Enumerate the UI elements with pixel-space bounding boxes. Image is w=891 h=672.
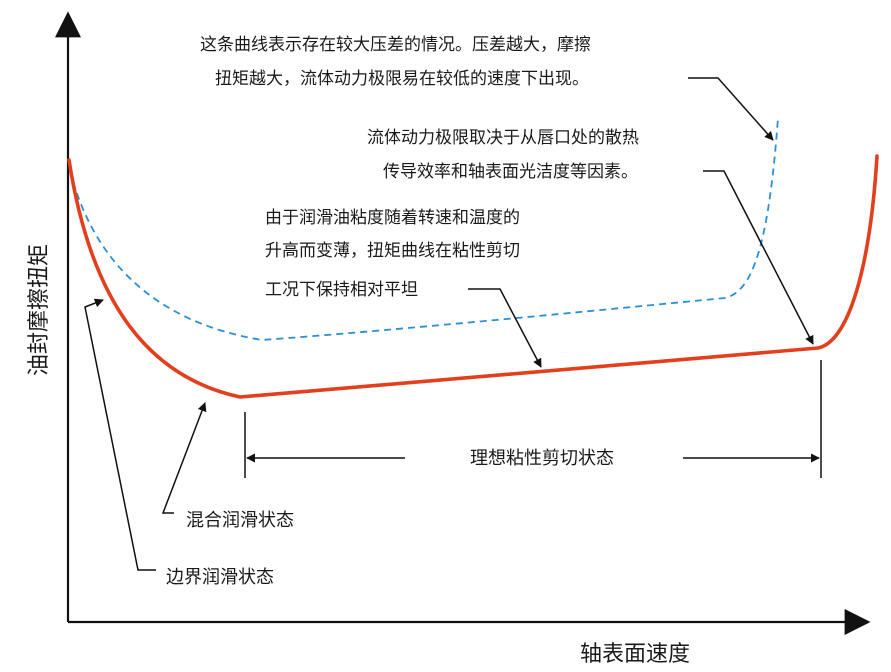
x-axis-label: 轴表面速度 [580,642,690,667]
high-pressure-leader [688,77,774,141]
high-pressure-note-line1: 这条曲线表示存在较大压差的情况。压差越大，摩擦 [200,35,591,55]
hydro-limit-leader [703,170,814,345]
viscosity-note-line1: 由于润滑油粘度随着转速和温度的 [265,208,520,228]
viscosity-leader [468,288,542,368]
hydro-limit-note-line2: 传导效率和轴表面光洁度等因素。 [383,162,638,182]
high-pressure-curve [69,117,779,341]
viscosity-note-line3: 工况下保持相对平坦 [265,280,418,300]
viscosity-note-line2: 升高而变薄，扭矩曲线在粘性剪切 [265,241,520,261]
boundary-lubrication-leader [84,298,156,571]
high-pressure-note-line2: 扭矩越大，流体动力极限易在较低的速度下出现。 [215,69,589,89]
ideal-shear-label: 理想粘性剪切状态 [470,448,614,469]
mixed-lubrication-leader [161,402,207,514]
main-torque-curve [67,154,879,399]
y-axis-label: 油封摩擦扭矩 [27,244,52,376]
hydro-limit-note-line1: 流体动力极限取决于从唇口处的散热 [367,128,639,148]
boundary-lubrication-label: 边界润滑状态 [166,567,274,588]
mixed-lubrication-label: 混合润滑状态 [186,510,294,531]
